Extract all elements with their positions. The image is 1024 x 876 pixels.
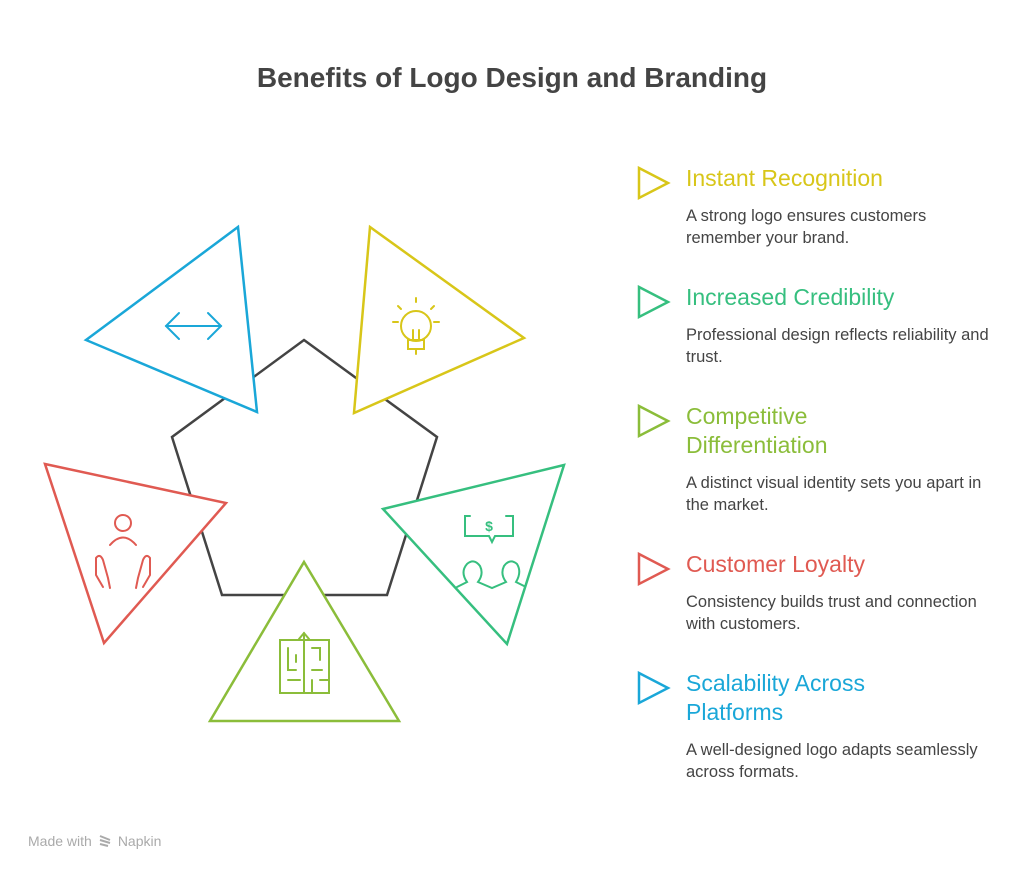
lightbulb-icon	[392, 297, 440, 355]
benefit-description: A well-designed logo adapts seamlessly a…	[686, 741, 978, 781]
people-dollar-icon: $	[456, 515, 525, 590]
napkin-logo-icon	[99, 835, 111, 847]
napkin-watermark: Made with Napkin	[28, 833, 161, 849]
napkin-brand-label: Napkin	[117, 833, 162, 849]
benefit-description: Consistency builds trust and connection …	[686, 593, 977, 633]
triangle-bullet-icon	[637, 166, 671, 201]
benefit-description: A distinct visual identity sets you apar…	[686, 474, 982, 514]
benefit-title: Instant Recognition	[686, 165, 883, 191]
maze-icon	[279, 631, 330, 694]
benefit-increased-credibility: Increased Credibility Professional desig…	[636, 283, 996, 368]
benefit-instant-recognition: Instant Recognition A strong logo ensure…	[636, 164, 996, 249]
hands-person-icon	[95, 514, 151, 589]
pentagon-diagram: $	[43, 224, 566, 723]
triangle-bullet-icon	[637, 404, 671, 439]
triangle-loyalty	[43, 462, 229, 646]
triangle-recognition	[352, 224, 527, 415]
benefit-description: A strong logo ensures customers remember…	[686, 207, 927, 247]
triangle-bullet-icon	[637, 552, 671, 587]
benefit-title: Increased Credibility	[686, 284, 895, 310]
benefit-scalability: Scalability Across Platforms A well-desi…	[636, 669, 996, 783]
triangle-bullet-icon	[637, 671, 671, 706]
page-title: Benefits of Logo Design and Branding	[256, 62, 768, 93]
made-with-label: Made with	[28, 833, 92, 849]
benefit-title: Competitive Differentiation	[686, 403, 828, 458]
double-arrow-icon	[164, 312, 223, 340]
benefit-customer-loyalty: Customer Loyalty Consistency builds trus…	[636, 550, 996, 635]
benefit-title: Scalability Across Platforms	[686, 670, 865, 725]
svg-text:$: $	[485, 518, 493, 534]
triangle-credibility	[380, 463, 566, 647]
triangle-bullet-icon	[637, 285, 671, 320]
benefit-description: Professional design reflects reliability…	[686, 326, 989, 366]
benefit-title: Customer Loyalty	[686, 551, 865, 577]
benefit-competitive-differentiation: Competitive Differentiation A distinct v…	[636, 402, 996, 516]
